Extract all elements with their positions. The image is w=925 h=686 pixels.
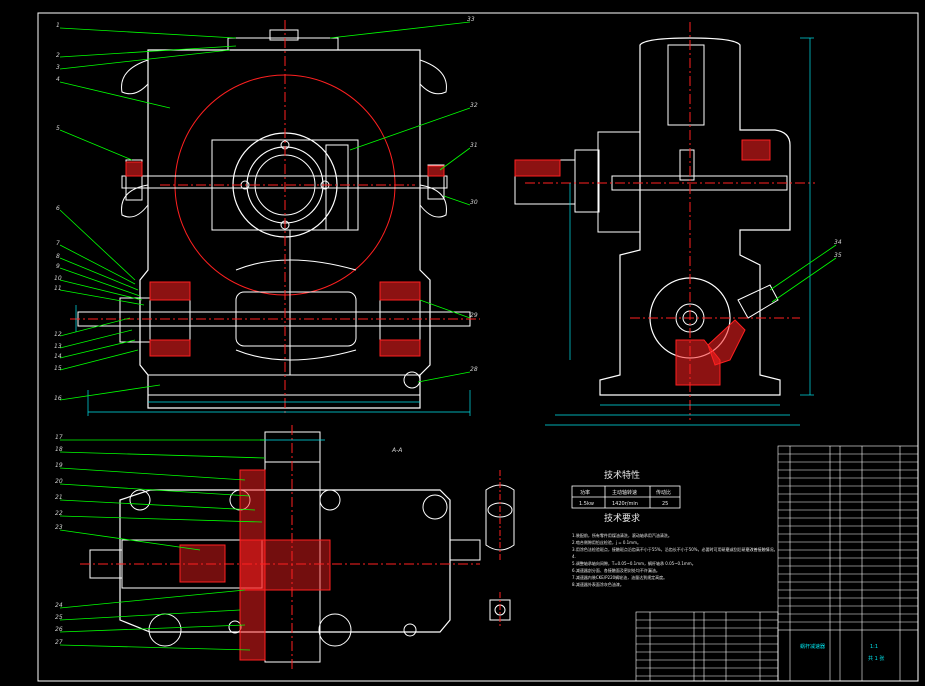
part-label: 28	[470, 366, 478, 373]
spec-value: 1.5kw	[579, 501, 594, 507]
part-label: 31	[470, 142, 478, 149]
part-label: 29	[470, 312, 478, 319]
part-label: 33	[467, 16, 475, 23]
part-label: 23	[55, 524, 63, 531]
tech-req-line: 5.调整轴承轴向间隙，T=0.05~0.1mm，蜗杆轴承 0.05~0.1mm。	[572, 560, 696, 566]
plan-view-label-text: 17 18 19 20 21 22 23 24 25 26 27	[55, 434, 63, 646]
part-label: 32	[470, 102, 478, 109]
part-label: 25	[55, 614, 63, 621]
tech-spec: 技术特性 功率 主动轴转速 传动比 1.5kw 1420r/min 25 技术要…	[571, 469, 778, 587]
plan-view	[80, 425, 481, 670]
part-label: 26	[55, 626, 63, 633]
side-view	[514, 22, 815, 426]
part-label: 6	[56, 205, 60, 212]
tech-spec-title: 技术特性	[604, 469, 640, 481]
title-block-scale: 1:1	[870, 644, 878, 650]
spec-header: 功率	[580, 489, 590, 496]
part-label: 24	[55, 602, 63, 609]
part-label: 22	[55, 510, 63, 517]
tech-req-line: 3.用涂色法检验斑点，接触斑点沿齿高不小于55%，沿齿长不小于50%，必要时可用…	[572, 546, 778, 552]
part-label: 20	[55, 478, 63, 485]
part-label: 30	[470, 199, 478, 206]
plan-view-leaders	[59, 439, 266, 651]
part-label: 3	[56, 64, 60, 71]
tech-req-line: 8.减速器外表面涂灰色油漆。	[572, 581, 624, 587]
tech-req-line: 1.装配前，所有零件用煤油清洗，滚动轴承用汽油清洗。	[572, 532, 672, 538]
spec-value: 1420r/min	[612, 501, 638, 507]
part-label: 11	[54, 285, 62, 292]
part-label: 18	[55, 446, 63, 453]
spec-value: 25	[662, 501, 668, 507]
title-block-name: 蜗杆减速器	[800, 643, 825, 650]
title-block-sheet: 共 1 张	[868, 655, 884, 662]
detail-view	[485, 470, 515, 628]
drawing-frame	[37, 12, 919, 682]
front-view-leaders	[59, 21, 471, 401]
tech-req-title: 技术要求	[604, 512, 640, 524]
tech-req-line: 2.啮合侧隙用铅丝检验，j = 0.1mm。	[572, 539, 641, 545]
part-label: 21	[55, 494, 63, 501]
part-label: 9	[56, 263, 60, 270]
tech-req-line: 6.减速器剖分面、各接触面及密封处均不许漏油。	[572, 567, 660, 573]
part-label: 4	[56, 76, 60, 83]
front-view	[70, 20, 480, 416]
part-label: 16	[54, 395, 62, 402]
front-view-label-text: 1 2 3 4 5 6 7 8 9 10 11 12 13 14 15 16 3…	[54, 16, 478, 402]
part-label: 1	[56, 22, 60, 29]
tech-req-line: 7.减速器内装CKE/P220蜗轮油，油量达到规定高度。	[572, 574, 667, 580]
section-mark: A-A	[391, 447, 402, 454]
part-label: 7	[56, 240, 60, 247]
part-label: 5	[56, 125, 60, 132]
part-label: 17	[55, 434, 63, 441]
part-label: 10	[54, 275, 62, 282]
part-label: 34	[834, 239, 842, 246]
part-label: 14	[54, 353, 62, 360]
part-label: 2	[56, 52, 60, 59]
tech-req-line: 4.	[572, 554, 576, 559]
part-label: 8	[56, 253, 60, 260]
spec-header: 主动轴转速	[612, 489, 637, 496]
part-label: 35	[834, 252, 842, 259]
part-label: 19	[55, 462, 63, 469]
part-label: 12	[54, 331, 62, 338]
part-label: 27	[55, 639, 63, 646]
parts-list	[635, 445, 919, 682]
side-view-leaders	[769, 244, 837, 303]
part-label: 13	[54, 343, 62, 350]
part-label: 15	[54, 365, 62, 372]
spec-header: 传动比	[656, 489, 671, 496]
